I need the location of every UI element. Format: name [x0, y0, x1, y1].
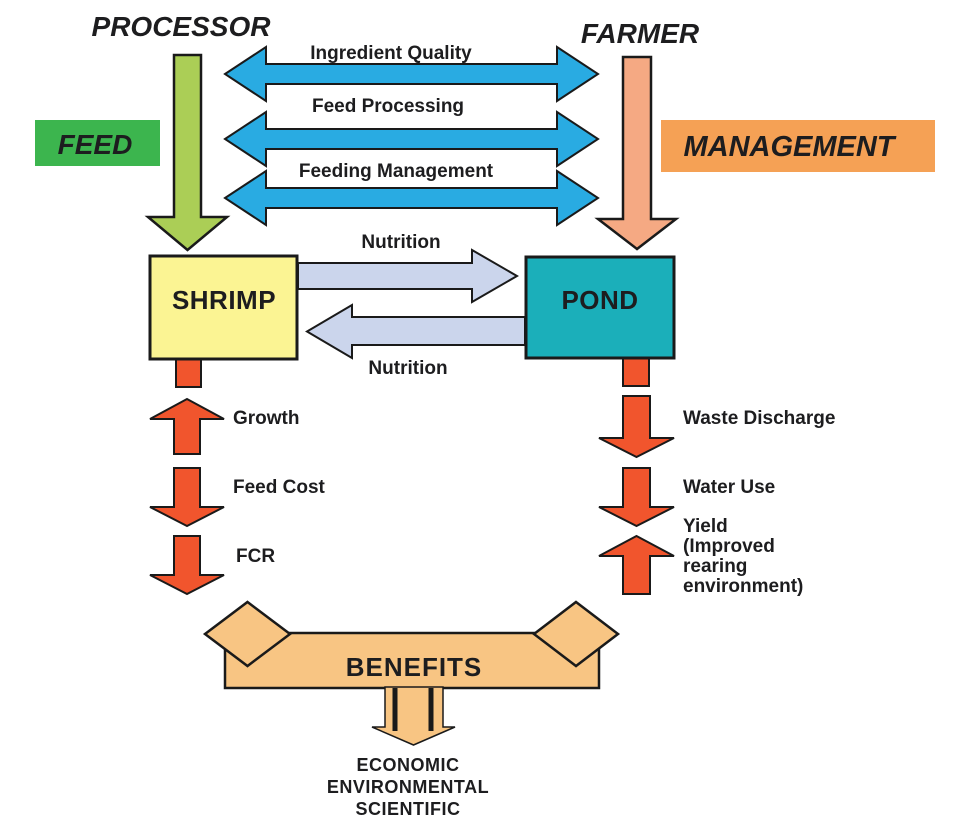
nutrition-top-label: Nutrition — [361, 232, 440, 253]
exchange-arrow-feed-processing — [223, 110, 600, 168]
benefits-down-arrow-right-line — [428, 688, 434, 731]
benefits-left-diamond — [202, 600, 293, 668]
result-scientific: SCIENTIFIC — [355, 799, 460, 819]
benefits-label: BENEFITS — [346, 652, 483, 682]
exchange-label-ingredient-quality: Ingredient Quality — [310, 43, 472, 64]
yield-up-arrow — [598, 534, 675, 595]
exchange-label-feeding-management: Feeding Management — [299, 161, 494, 182]
yield-label-line4: environment) — [683, 576, 803, 597]
yield-label-line2: (Improved — [683, 536, 775, 557]
water-use-label: Water Use — [683, 477, 775, 498]
shrimp-output-stub — [175, 357, 202, 388]
pond-output-stub — [622, 357, 650, 387]
feed-cost-down-arrow — [149, 467, 225, 528]
waste-discharge-label: Waste Discharge — [683, 408, 835, 429]
feed-cost-label: Feed Cost — [233, 477, 326, 498]
nutrition-arrow-shrimp-to-pond — [297, 248, 519, 304]
growth-up-arrow — [149, 397, 225, 455]
shrimp-box — [148, 254, 299, 361]
pond-box — [524, 255, 676, 360]
yield-label-line1: Yield — [683, 516, 728, 537]
exchange-label-feed-processing: Feed Processing — [312, 96, 464, 117]
pond-box-label: POND — [561, 285, 638, 315]
waste-discharge-down-arrow — [598, 395, 675, 459]
fcr-down-arrow — [149, 535, 225, 596]
fcr-label: FCR — [236, 546, 275, 567]
benefits-down-arrow — [371, 686, 456, 746]
growth-label: Growth — [233, 408, 300, 429]
processor-to-shrimp-arrow — [144, 53, 231, 252]
result-environmental: ENVIRONMENTAL — [327, 777, 489, 797]
exchange-arrow-ingredient-quality — [223, 45, 600, 103]
nutrition-arrow-pond-to-shrimp — [305, 303, 526, 360]
management-box-label: MANAGEMENT — [683, 131, 896, 163]
processor-title: PROCESSOR — [92, 11, 272, 42]
feed-box — [35, 120, 160, 166]
benefits-right-diamond — [531, 600, 621, 668]
shrimp-box-label: SHRIMP — [172, 285, 276, 315]
water-use-down-arrow — [598, 467, 675, 528]
farmer-title: FARMER — [581, 18, 700, 49]
exchange-arrow-feeding-management — [223, 169, 600, 227]
farmer-to-pond-arrow — [594, 55, 680, 251]
management-box — [661, 120, 935, 172]
feed-box-label: FEED — [58, 129, 133, 160]
result-economic: ECONOMIC — [357, 755, 460, 775]
nutrition-bottom-label: Nutrition — [368, 358, 447, 379]
yield-label-line3: rearing — [683, 556, 747, 577]
benefits-down-arrow-left-line — [392, 688, 398, 731]
